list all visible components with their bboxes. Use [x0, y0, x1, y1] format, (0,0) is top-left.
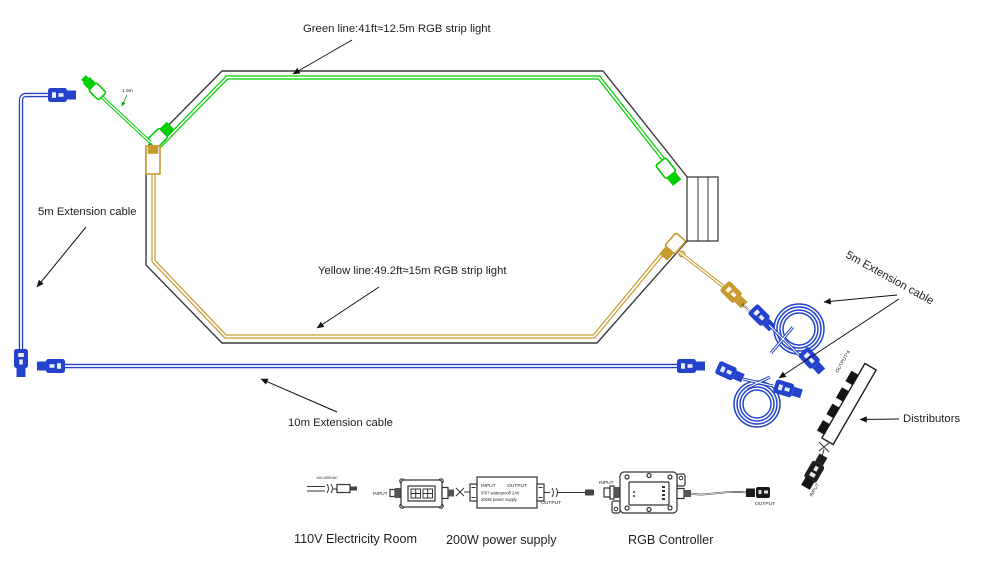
ac-rating-label: 100-305VAC	[316, 475, 338, 480]
electricity-room-label: 110V Electricity Room	[294, 532, 417, 546]
green-strip-end-connector	[654, 156, 683, 187]
controller-input-tag: INPUT	[599, 480, 614, 486]
psu-spec-line1: IP67 waterproof/ 24V	[481, 491, 520, 496]
green-jumper-connector-pair	[81, 75, 107, 101]
left-5m-extension-label: 5m Extension cable	[38, 206, 137, 218]
right-5m-extension-arrow-2	[778, 298, 900, 379]
controller-output-tag: OUTPUT	[755, 501, 775, 507]
ten-m-extension-label: 10m Extension cable	[288, 417, 393, 429]
jumper-length-label: 1.5m	[122, 88, 133, 94]
distributors-label: Distributors	[903, 413, 960, 425]
distributor-bar	[816, 362, 878, 446]
coiled-extension-cable-2	[714, 360, 804, 428]
pool-outline	[145, 70, 689, 344]
left-5m-extension-cable	[18, 92, 58, 357]
green-jumper-cable	[100, 95, 152, 144]
rgb-controller-label: RGB Controller	[628, 533, 713, 547]
green-strip-light	[154, 75, 669, 166]
rgb-controller-assembly: INPUT OUTPUT	[599, 471, 775, 514]
left-cable-top-connector	[48, 88, 76, 102]
distributor-input-tail	[801, 477, 815, 490]
junction-input-tag: INPUT	[373, 491, 388, 497]
ac-power-plug: 100-305VAC	[307, 475, 357, 494]
left-5m-extension-arrow	[36, 226, 87, 288]
psu-output-cable-tag: OUTPUT	[541, 500, 561, 506]
yellow-strip-label: Yellow line:49.2ft≈15m RGB strip light	[318, 265, 507, 277]
power-supply-label: 200W power supply	[446, 533, 557, 547]
yellow-strip-start-connector	[145, 145, 161, 175]
coiled-extension-cable-1	[747, 303, 827, 377]
green-strip-arrow	[292, 39, 353, 75]
ten-m-cable-left-connector	[37, 359, 65, 373]
psu-box	[476, 476, 538, 509]
ten-m-cable-right-connector	[677, 359, 705, 373]
yellow-strip-light	[151, 153, 665, 339]
power-supply-assembly: INPUT INPUT OUTPUT IP67 waterproof/ 24V …	[373, 476, 594, 509]
psu-output-tag-top: OUTPUT	[507, 483, 527, 489]
green-strip-label: Green line:41ft≈12.5m RGB strip light	[303, 23, 492, 35]
distributor-outputs-tag: OUTPUT*4	[835, 349, 853, 374]
right-5m-extension-arrow-1	[823, 294, 898, 305]
yellow-strip-arrow	[316, 286, 380, 329]
ten-m-extension-arrow	[260, 378, 338, 413]
left-cable-bottom-connector	[14, 349, 28, 377]
distributors-arrow	[859, 416, 900, 423]
psu-input-tag: INPUT	[481, 483, 496, 489]
pool-steps	[686, 176, 719, 242]
jumper-length-arrow	[121, 94, 128, 107]
psu-spec-line2: 200W power supply	[481, 497, 518, 502]
